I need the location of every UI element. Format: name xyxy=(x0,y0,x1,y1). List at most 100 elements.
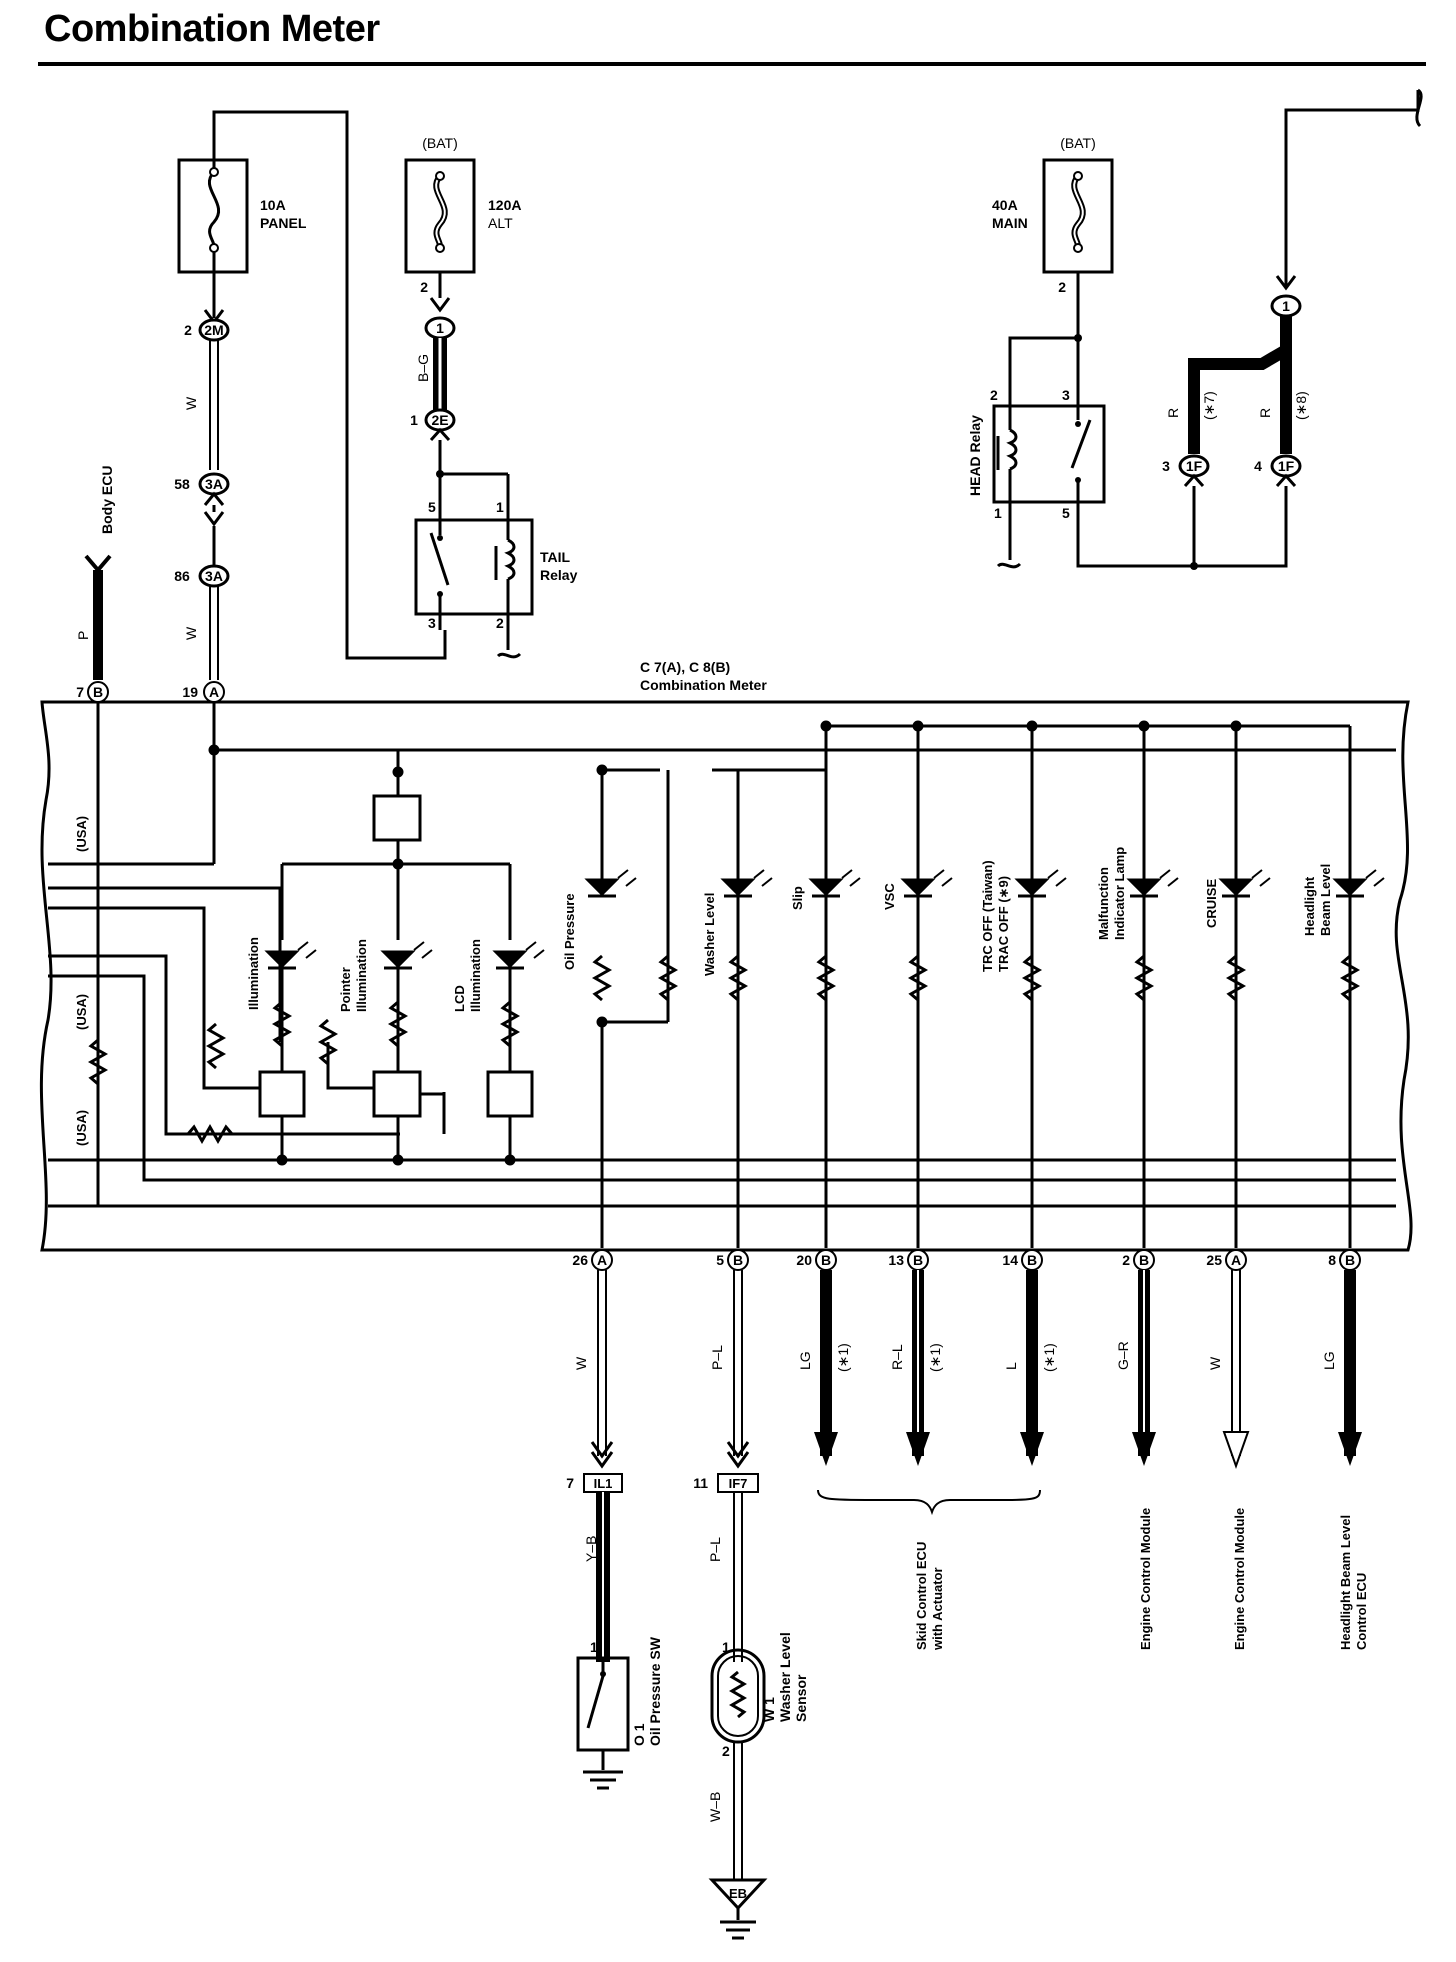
svg-text:3A: 3A xyxy=(205,476,223,492)
led-trc xyxy=(1014,869,1067,898)
bottom-wire-color: P–L xyxy=(709,1345,725,1370)
svg-text:ALT: ALT xyxy=(488,215,513,231)
svg-text:3: 3 xyxy=(428,615,436,631)
fuse-panel: 10A PANEL xyxy=(177,110,447,660)
led-headlight xyxy=(1332,869,1385,898)
svg-text:R: R xyxy=(1257,408,1273,418)
bottom-pin-num: 26 xyxy=(572,1252,588,1268)
svg-text:(∗7): (∗7) xyxy=(1201,391,1217,420)
svg-text:2E: 2E xyxy=(431,412,448,428)
svg-text:LCD: LCD xyxy=(452,985,467,1012)
svg-text:1: 1 xyxy=(410,412,418,428)
svg-text:IF7: IF7 xyxy=(729,1476,748,1491)
svg-text:1: 1 xyxy=(436,320,444,336)
svg-text:Washer Level: Washer Level xyxy=(702,893,717,976)
bottom-pin-conn: B xyxy=(1027,1252,1037,1268)
wire-bg: B–G xyxy=(415,338,447,416)
svg-text:19: 19 xyxy=(182,684,198,700)
svg-text:IL1: IL1 xyxy=(594,1476,613,1491)
svg-text:Illumination: Illumination xyxy=(246,937,261,1010)
wire-w-top: W xyxy=(183,340,219,470)
wire-p-body-ecu: Body ECU P xyxy=(75,466,115,680)
svg-text:2: 2 xyxy=(990,387,998,403)
bottom-wire-color: L xyxy=(1003,1362,1019,1370)
svg-text:B–G: B–G xyxy=(415,354,431,382)
svg-text:1: 1 xyxy=(994,505,1002,521)
svg-text:C 7(A), C 8(B): C 7(A), C 8(B) xyxy=(640,659,730,675)
bottom-wire-color: R–L xyxy=(889,1344,905,1370)
svg-text:Combination Meter: Combination Meter xyxy=(640,677,767,693)
svg-text:3: 3 xyxy=(1162,458,1170,474)
svg-text:(USA): (USA) xyxy=(74,1110,89,1146)
fuse-alt: (BAT) 120A ALT 2 1 xyxy=(404,135,521,340)
bottom-pin-num: 2 xyxy=(1122,1252,1130,1268)
svg-text:HEAD Relay: HEAD Relay xyxy=(967,415,983,496)
svg-text:TRC OFF (Taiwan): TRC OFF (Taiwan) xyxy=(980,860,995,972)
svg-text:Oil Pressure SW: Oil Pressure SW xyxy=(647,1636,663,1746)
svg-text:Engine Control Module: Engine Control Module xyxy=(1138,1508,1153,1650)
lamp-labels: Illumination Pointer Illumination LCD Il… xyxy=(74,816,1333,1146)
svg-text:3A: 3A xyxy=(205,568,223,584)
svg-text:1: 1 xyxy=(590,1639,598,1655)
svg-text:TAIL: TAIL xyxy=(540,549,571,565)
title-rule xyxy=(38,62,1426,66)
svg-text:O 1: O 1 xyxy=(631,1723,647,1746)
bottom-wire-note: (∗1) xyxy=(927,1343,943,1372)
bottom-pin-num: 14 xyxy=(1002,1252,1018,1268)
svg-text:4: 4 xyxy=(1254,458,1262,474)
led-mil xyxy=(1126,869,1179,898)
svg-text:MAIN: MAIN xyxy=(992,215,1028,231)
svg-text:7: 7 xyxy=(566,1475,574,1491)
meter-housing: C 7(A), C 8(B) Combination Meter xyxy=(39,659,1413,1252)
svg-text:Sensor: Sensor xyxy=(793,1674,809,1722)
svg-text:1F: 1F xyxy=(1278,458,1295,474)
led-vsc xyxy=(900,869,953,898)
meter-pin-19A: A 19 xyxy=(182,681,225,864)
svg-text:Indicator Lamp: Indicator Lamp xyxy=(1112,847,1127,940)
bottom-pin-conn: A xyxy=(597,1252,607,1268)
bottom-pin-num: 20 xyxy=(796,1252,812,1268)
bottom-pin-conn: B xyxy=(821,1252,831,1268)
svg-text:7: 7 xyxy=(76,684,84,700)
connector-il1: IL1 7 Y–B xyxy=(566,1473,623,1662)
led-lcd xyxy=(492,941,545,970)
svg-text:1: 1 xyxy=(496,499,504,515)
wire-w-mid: W xyxy=(183,586,219,680)
connector-3A: 3A 58 3A 86 xyxy=(174,472,230,588)
led-slip xyxy=(808,869,861,898)
svg-text:5: 5 xyxy=(428,499,436,515)
bottom-pin-conn: B xyxy=(733,1252,743,1268)
svg-text:Slip: Slip xyxy=(790,886,805,910)
svg-text:R: R xyxy=(1165,408,1181,418)
washer-level-sensor: 1 2 W–B W 1 Washer Level Sensor xyxy=(707,1632,809,1880)
svg-text:Washer Level: Washer Level xyxy=(777,1632,793,1722)
svg-text:120A: 120A xyxy=(488,197,521,213)
bottom-wire-color: W xyxy=(1207,1356,1223,1370)
svg-text:86: 86 xyxy=(174,568,190,584)
fuse-main: (BAT) 40A MAIN 2 xyxy=(992,135,1114,406)
svg-text:W: W xyxy=(183,396,199,410)
ground-eb: EB xyxy=(708,1878,768,1940)
page-title: Combination Meter xyxy=(44,8,380,50)
bottom-pin-num: 8 xyxy=(1328,1252,1336,1268)
svg-text:Pointer: Pointer xyxy=(338,967,353,1012)
head-relay: 2 3 1 5 HEAD Relay xyxy=(967,387,1278,570)
svg-text:2: 2 xyxy=(1058,279,1066,295)
svg-text:(USA): (USA) xyxy=(74,816,89,852)
svg-text:2: 2 xyxy=(184,322,192,338)
svg-text:Headlight: Headlight xyxy=(1302,876,1317,936)
svg-text:Control ECU: Control ECU xyxy=(1354,1573,1369,1650)
svg-text:(∗8): (∗8) xyxy=(1293,391,1309,420)
svg-text:Illumination: Illumination xyxy=(354,939,369,1012)
svg-text:P–L: P–L xyxy=(707,1537,723,1562)
bottom-wire-color: LG xyxy=(1321,1351,1337,1370)
svg-text:Oil Pressure: Oil Pressure xyxy=(562,893,577,970)
svg-text:W: W xyxy=(183,626,199,640)
svg-text:(BAT): (BAT) xyxy=(1060,135,1096,151)
led-washer xyxy=(720,869,773,898)
svg-text:TRAC OFF (∗9): TRAC OFF (∗9) xyxy=(996,876,1011,972)
bottom-pin-num: 5 xyxy=(716,1252,724,1268)
fuse-panel-name: PANEL xyxy=(260,215,307,231)
tail-relay: 5 1 3 2 TAIL Relay xyxy=(414,499,578,659)
